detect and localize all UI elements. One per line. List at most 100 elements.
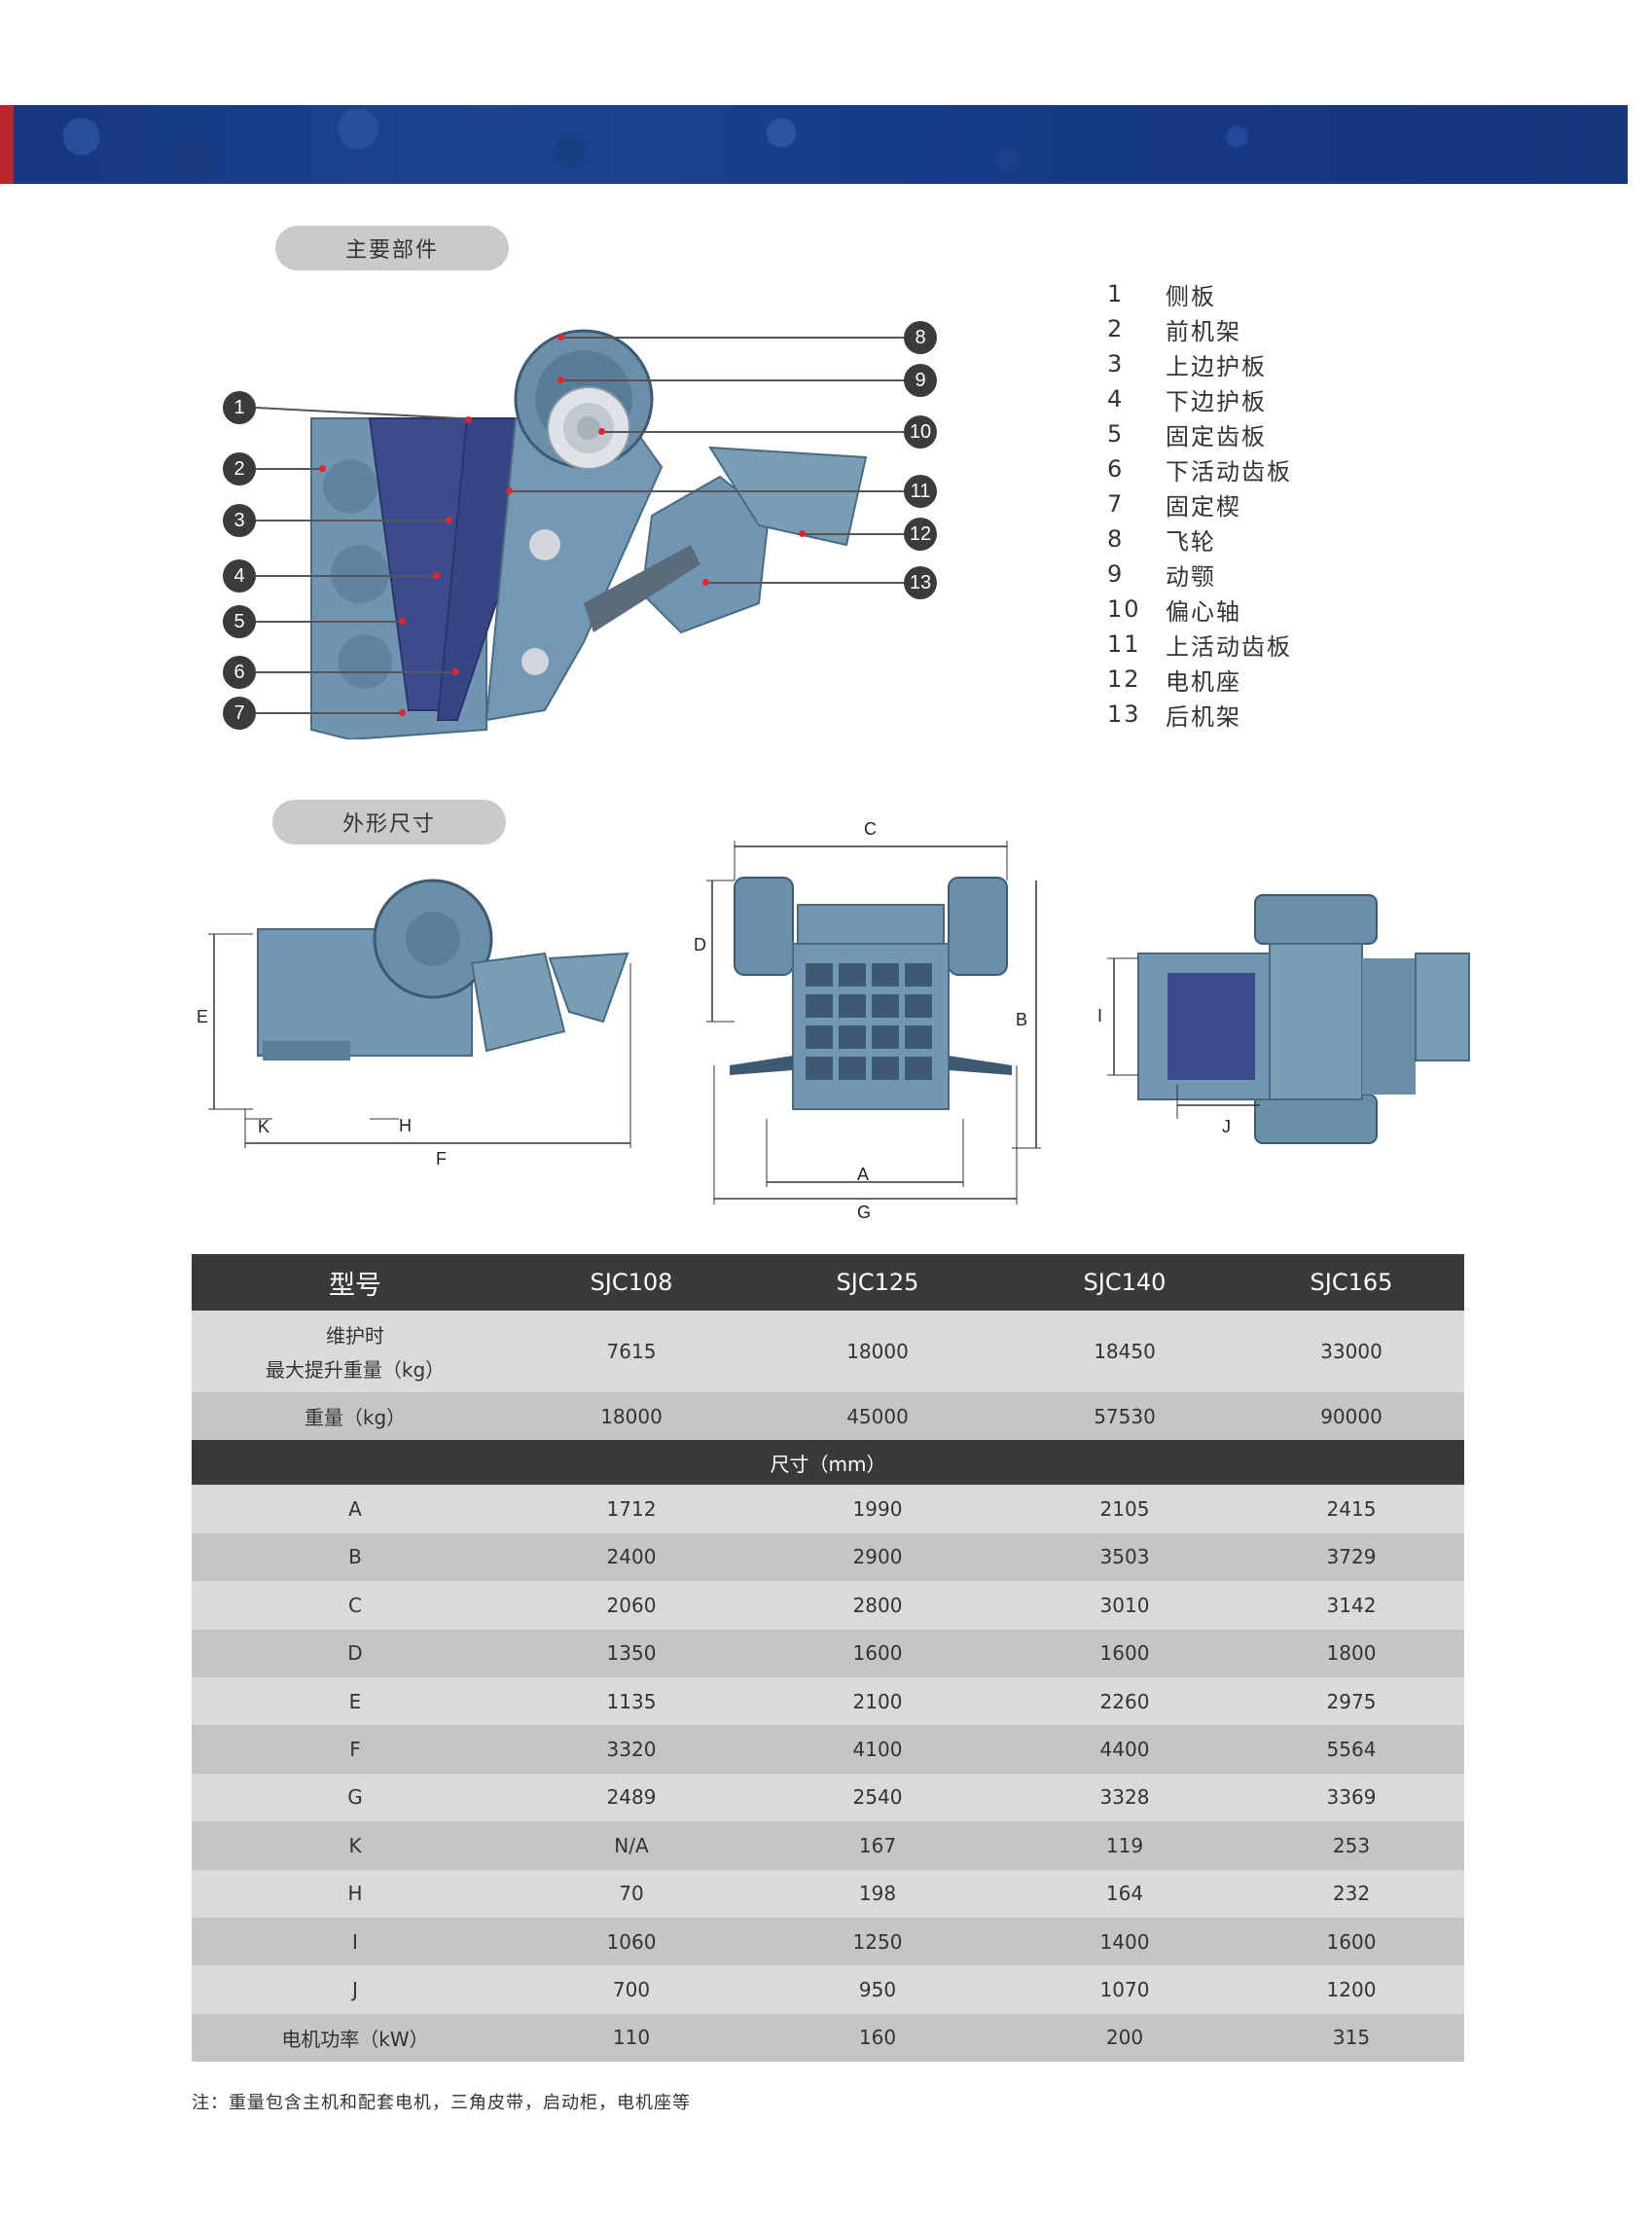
dimension-label-g: G: [857, 1203, 872, 1222]
callout-12: 12: [904, 518, 937, 551]
legend-label: 前机架: [1166, 317, 1241, 345]
table-cell: 1990: [744, 1485, 1011, 1533]
table-header-row: 型号 SJC108 SJC125 SJC140 SJC165: [192, 1254, 1464, 1311]
table-cell: 3503: [1011, 1532, 1239, 1582]
table-cell: 2100: [744, 1676, 1011, 1726]
section-label-dimensions: 尺寸（mm）: [192, 1440, 1464, 1486]
section-title-dimensions: 外形尺寸: [272, 800, 506, 845]
row-label: D: [192, 1629, 519, 1677]
row-label: K: [192, 1821, 519, 1870]
legend-label: 上边护板: [1166, 352, 1267, 380]
specification-table: 型号 SJC108 SJC125 SJC140 SJC165 维护时最大提升重量…: [192, 1254, 1464, 2063]
table-cell: 18450: [1011, 1311, 1239, 1392]
header-sjc165: SJC165: [1239, 1254, 1464, 1311]
table-cell: 4400: [1011, 1725, 1239, 1774]
leader-line-13: [707, 582, 904, 584]
leader-line-10: [603, 431, 904, 433]
table-cell: 4100: [744, 1725, 1011, 1774]
table-cell: 2060: [519, 1581, 744, 1630]
callout-5: 5: [223, 605, 256, 638]
table-cell: 1350: [519, 1629, 744, 1677]
marker-2: [319, 465, 326, 472]
legend-label: 上活动齿板: [1166, 632, 1292, 661]
leader-line-11: [511, 490, 904, 492]
table-cell: 110: [519, 2013, 744, 2063]
header-accent-strip: [0, 105, 14, 184]
table-cell: 700: [519, 1965, 744, 2014]
side-view-illustration: [208, 879, 631, 1148]
marker-10: [598, 428, 605, 435]
callout-2: 2: [223, 452, 256, 485]
table-cell: 1070: [1011, 1965, 1239, 2014]
table-cell: 2540: [744, 1773, 1011, 1822]
leader-line-3: [256, 520, 450, 521]
dimension-label-a: A: [857, 1165, 870, 1184]
callout-7: 7: [223, 697, 256, 730]
table-cell: 1712: [519, 1485, 744, 1533]
leader-line-8: [562, 337, 904, 339]
legend-item: 3 上边护板: [1107, 346, 1292, 381]
table-cell: 2800: [744, 1581, 1011, 1630]
row-label: 重量（kg）: [192, 1392, 519, 1441]
table-cell: 2489: [519, 1773, 744, 1822]
front-view-illustration: [706, 841, 1041, 1204]
legend-label: 固定齿板: [1166, 422, 1267, 450]
row-label-line: 最大提升重量（kg）: [265, 1358, 446, 1382]
leader-line-5: [256, 621, 402, 623]
legend-number: 8: [1107, 525, 1125, 553]
table-cell: 1060: [519, 1917, 744, 1966]
row-label: 维护时最大提升重量（kg）: [192, 1311, 519, 1392]
marker-5: [399, 618, 406, 625]
dimension-label-i: I: [1097, 1006, 1103, 1025]
leader-line-12: [804, 533, 904, 535]
callout-3: 3: [223, 504, 256, 537]
marker-1: [465, 416, 472, 423]
table-cell: 3010: [1011, 1581, 1239, 1630]
marker-4: [433, 572, 440, 579]
table-cell: 200: [1011, 2013, 1239, 2063]
leader-line-6: [256, 671, 455, 673]
legend-label: 偏心轴: [1166, 597, 1241, 626]
leader-line-9: [562, 379, 904, 381]
table-cell: 70: [519, 1869, 744, 1918]
table-cell: 2400: [519, 1532, 744, 1582]
dimension-label-j: J: [1222, 1117, 1231, 1136]
table-cell: 2975: [1239, 1676, 1464, 1726]
table-cell: 315: [1239, 2013, 1464, 2063]
legend-number: 3: [1107, 350, 1125, 377]
table-cell: 1400: [1011, 1917, 1239, 1966]
table-cell: 2415: [1239, 1485, 1464, 1533]
legend-number: 5: [1107, 420, 1125, 448]
table-cell: 3369: [1239, 1773, 1464, 1822]
table-cell: 1250: [744, 1917, 1011, 1966]
table-row: 维护时最大提升重量（kg） 7615 18000 18450 33000: [192, 1311, 1464, 1392]
callout-11: 11: [904, 475, 937, 508]
table-cell: 164: [1011, 1869, 1239, 1918]
table-cell: 198: [744, 1869, 1011, 1918]
legend-label: 电机座: [1166, 667, 1241, 696]
table-cell: 2105: [1011, 1485, 1239, 1533]
marker-8: [557, 334, 564, 341]
table-cell: 1600: [744, 1629, 1011, 1677]
table-cell: 167: [744, 1821, 1011, 1870]
callout-9: 9: [904, 364, 937, 397]
dimension-label-h: H: [399, 1116, 412, 1135]
row-label: B: [192, 1532, 519, 1582]
row-label: F: [192, 1725, 519, 1774]
table-cell: 18000: [519, 1392, 744, 1441]
legend-label: 动颚: [1166, 562, 1216, 591]
leader-line-2: [256, 468, 324, 470]
callout-10: 10: [904, 415, 937, 449]
